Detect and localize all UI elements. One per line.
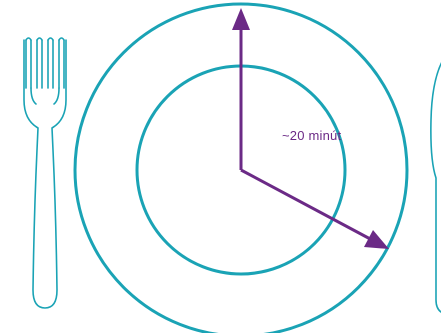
time-label: ~20 minút bbox=[282, 128, 341, 143]
knife-icon bbox=[431, 55, 441, 314]
fork-icon bbox=[24, 38, 66, 308]
arrowhead-up-icon bbox=[232, 8, 250, 30]
arrowhead-down-right-icon bbox=[364, 230, 389, 249]
minute-hand-diagonal bbox=[241, 170, 374, 241]
